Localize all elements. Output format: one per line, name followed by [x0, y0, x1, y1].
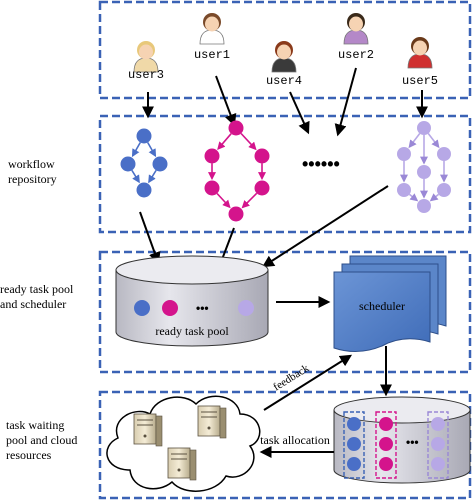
user-label: user3	[128, 68, 164, 82]
dag-node	[417, 199, 431, 213]
arrow-user1-to-workflow	[215, 75, 237, 127]
dag-node	[437, 183, 451, 197]
user-label: user5	[402, 74, 438, 88]
dag-node	[397, 183, 411, 197]
dag-node	[120, 156, 136, 172]
ready-pool-label: ready task pool	[155, 324, 229, 338]
dag-node	[254, 180, 270, 196]
server-icon	[133, 413, 163, 447]
dag-edge	[216, 192, 231, 209]
server-icon	[167, 447, 197, 481]
dag-node	[228, 120, 244, 136]
dag-node	[254, 148, 270, 164]
waiting-task	[347, 457, 361, 471]
scheduler-label: scheduler	[359, 299, 405, 313]
waiting-task	[379, 417, 393, 431]
arrow-user2-to-dots	[334, 67, 357, 137]
ready-task-blue	[134, 300, 150, 316]
dag-node	[417, 121, 431, 135]
dag-node	[228, 206, 244, 222]
dag-node	[136, 182, 152, 198]
ready-task-magenta	[162, 300, 178, 316]
waiting-queues	[343, 411, 449, 479]
waiting-task	[431, 457, 445, 471]
dag-edge	[131, 169, 140, 184]
ready-pool-ellipsis: •••	[196, 301, 209, 315]
dag-edge	[408, 133, 421, 149]
waiting-queue	[343, 411, 365, 479]
dag-edge	[240, 132, 257, 151]
server-icon	[197, 405, 227, 439]
user-label: user2	[338, 48, 374, 62]
feedback-label: feedback	[271, 362, 311, 393]
section-label-workflow-repository: workflow repository	[8, 157, 57, 186]
user-label: user1	[194, 48, 230, 62]
waiting-queue	[427, 411, 449, 479]
dag-edge	[131, 142, 141, 158]
waiting-task	[379, 437, 393, 451]
ready-task-pool: ••• ready task pool	[115, 255, 269, 347]
dag-edge	[147, 142, 157, 158]
arrow-user4-to-dots	[289, 91, 310, 135]
dag-edge	[217, 133, 232, 151]
dag-edge	[427, 133, 440, 149]
dag-node	[152, 156, 168, 172]
dag-node	[437, 147, 451, 161]
waiting-task	[431, 417, 445, 431]
waiting-task	[347, 417, 361, 431]
dag-edge	[429, 193, 440, 202]
workflow-dag-magenta	[204, 120, 270, 222]
waiting-task	[431, 437, 445, 451]
user-user3: user3	[128, 41, 164, 82]
dag-node	[204, 148, 220, 164]
users-group: user3 user1 user4 user2 user5	[128, 13, 438, 88]
user-user2: user2	[338, 13, 374, 62]
users-box	[98, 0, 472, 100]
user-user4: user4	[266, 41, 302, 88]
waiting-queue	[375, 411, 397, 479]
dag-edge	[148, 169, 157, 184]
section-label-waiting-pool-cloud: task waiting pool and cloud resources	[6, 418, 78, 462]
section-label-ready-pool-scheduler: ready task pool and scheduler	[0, 282, 74, 311]
dag-edge	[408, 193, 419, 202]
task-waiting-pool: •••	[333, 396, 471, 484]
arrow-workflow-blue-to-pool	[139, 211, 161, 265]
user-label: user4	[266, 74, 302, 88]
cloud-resources	[106, 395, 261, 492]
arrow-workflows-to-pool	[261, 185, 389, 268]
workflow-dag-blue	[120, 128, 168, 198]
ready-task-lavender	[238, 300, 254, 316]
user-user1: user1	[194, 13, 230, 62]
waiting-pool-ellipsis: •••	[406, 435, 419, 449]
task-allocation-label: task allocation	[260, 433, 330, 447]
dag-node	[204, 180, 220, 196]
dag-node	[397, 147, 411, 161]
workflow-dag-lavender	[397, 121, 451, 213]
scheduler: scheduler	[333, 255, 447, 352]
waiting-task	[379, 457, 393, 471]
workflow-more-dots: ••••••	[302, 154, 340, 174]
arrow-feedback	[263, 354, 353, 411]
dag-node	[136, 128, 152, 144]
workflow-repository-box	[98, 114, 472, 234]
user-user5: user5	[402, 37, 438, 88]
waiting-task	[347, 437, 361, 451]
dag-edge	[241, 192, 258, 209]
dag-node	[417, 165, 431, 179]
